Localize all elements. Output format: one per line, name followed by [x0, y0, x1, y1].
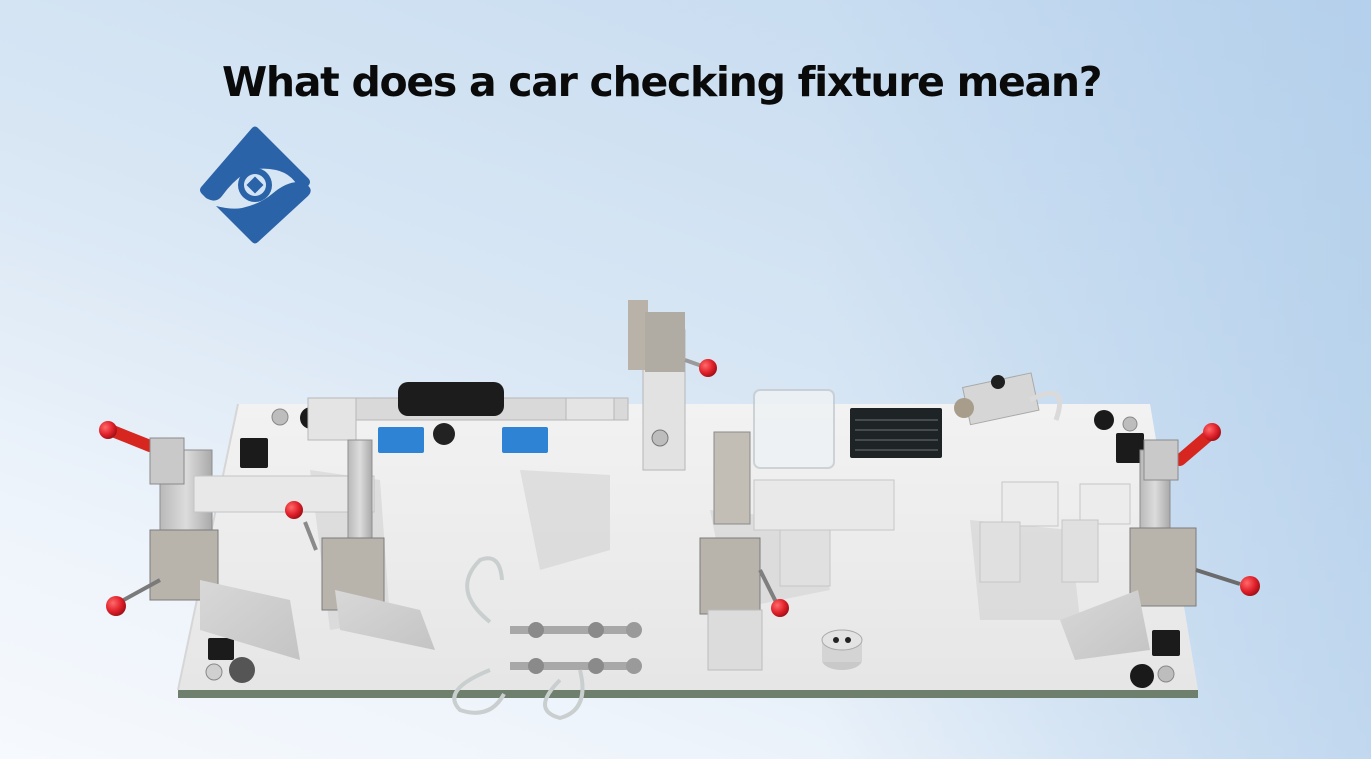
car-checking-fixture-image — [99, 300, 1260, 721]
left-clamp-assembly — [99, 421, 375, 660]
diamond-eye-logo-icon — [200, 126, 311, 244]
base-plate — [177, 403, 1198, 698]
round-check-block — [821, 629, 863, 670]
right-locator-blocks — [979, 481, 1131, 583]
center-clamp — [699, 431, 895, 671]
check-pins-bottom — [452, 556, 642, 721]
center-post — [628, 300, 717, 471]
right-clamp-assembly — [1060, 423, 1260, 660]
nameplate — [850, 408, 942, 458]
slide-title: What does a car checking fixture mean? — [222, 58, 1103, 106]
left-center-clamp — [285, 439, 435, 650]
upper-rail — [307, 382, 629, 453]
pin-assembly-top-right — [954, 372, 1063, 426]
